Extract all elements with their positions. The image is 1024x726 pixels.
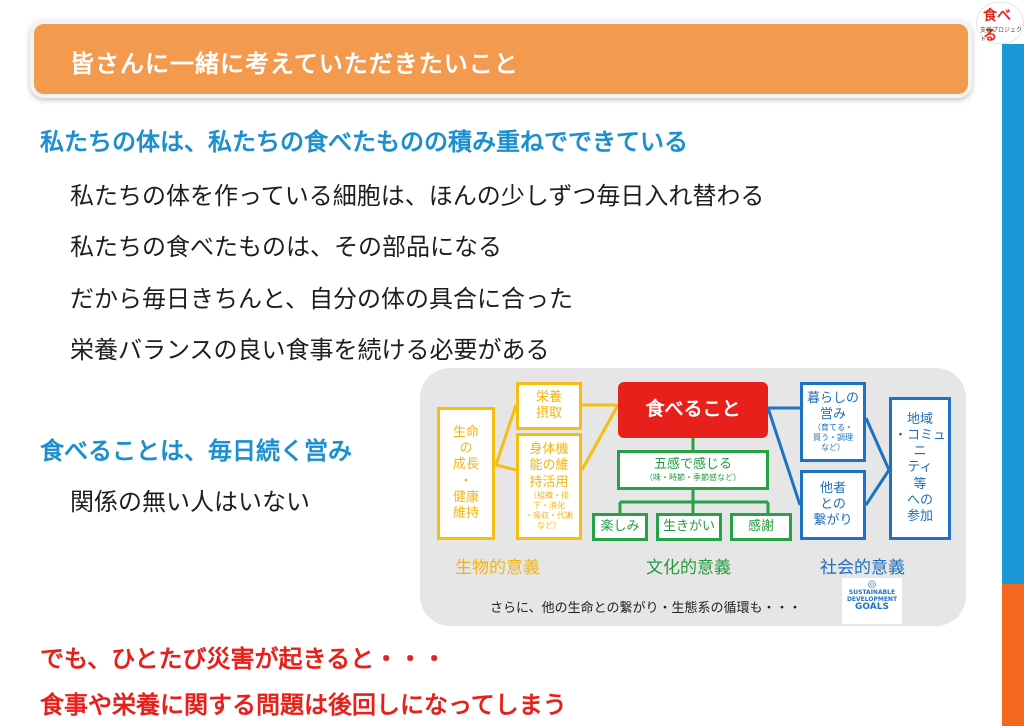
section1-line: 私たちの食べたものは、その部品になる bbox=[70, 233, 502, 261]
center-label: 食べること bbox=[645, 398, 741, 421]
living-note: 買う・調理 bbox=[813, 433, 853, 443]
connector-blue bbox=[766, 407, 802, 506]
box-five-senses: 五感で感じる （味・時節・季節感など） bbox=[617, 450, 769, 490]
life-line: 維持 bbox=[452, 506, 479, 521]
community-line: 地域 bbox=[906, 411, 933, 427]
life-line: の bbox=[459, 441, 473, 456]
side-stripe-orange bbox=[1002, 584, 1024, 726]
sdg-text: DEVELOPMENT bbox=[846, 595, 898, 603]
life-line: 生命 bbox=[452, 424, 479, 440]
life-line: 成長 bbox=[452, 457, 479, 473]
box-purpose: 生きがい bbox=[656, 513, 722, 541]
living-line: 暮らしの bbox=[806, 390, 859, 406]
box-enjoyment: 楽しみ bbox=[592, 513, 648, 541]
center-eating-box: 食べること bbox=[618, 382, 768, 438]
box-nutrition-intake: 栄養 摂取 bbox=[516, 382, 582, 430]
logo-subtext: 支援プロジェクト bbox=[980, 27, 1023, 43]
community-line: 参加 bbox=[906, 509, 933, 525]
section3-line1: でも、ひとたび災害が起きると・・・ bbox=[40, 645, 447, 673]
section1-line: 私たちの体を作っている細胞は、ほんの少しずつ毎日入れ替わる bbox=[70, 182, 765, 210]
section1-line: 栄養バランスの良い食事を続ける必要がある bbox=[70, 336, 550, 364]
living-note: など） bbox=[821, 443, 845, 453]
side-stripe-blue bbox=[1002, 44, 1024, 584]
community-line: 等 bbox=[913, 476, 927, 492]
sdg-text: GOALS bbox=[855, 602, 889, 613]
header-banner bbox=[30, 20, 972, 98]
nutrition-line: 栄養 bbox=[535, 389, 562, 405]
bond-line: との bbox=[820, 496, 846, 512]
bond-line: 繋がり bbox=[813, 513, 853, 529]
box-daily-living: 暮らしの 営み （育てる・ 買う・調理 など） bbox=[800, 382, 866, 462]
cultural-item: 楽しみ bbox=[600, 518, 640, 534]
sdg-text: SUSTAINABLE bbox=[848, 589, 896, 596]
living-line: 営み bbox=[819, 407, 846, 422]
logo-text: 食べる bbox=[983, 8, 1011, 44]
box-gratitude: 感謝 bbox=[730, 513, 792, 541]
box-bond-others: 他者 との 繋がり bbox=[800, 470, 866, 540]
box-body-function: 身体機 能の維 持活用 （組織・排 下・消化 ・吸収・代謝 など） bbox=[516, 433, 582, 540]
body-note: 下・消化 bbox=[533, 500, 565, 510]
living-note: （育てる・ bbox=[813, 423, 853, 433]
box-community: 地域 ・コミュニ ティ 等 への 参加 bbox=[889, 397, 951, 540]
cultural-item: 生きがい bbox=[662, 518, 715, 534]
connector-blue bbox=[864, 417, 891, 471]
connector-blue bbox=[864, 469, 891, 506]
section2-line: 関係の無い人はいない bbox=[70, 488, 310, 516]
connector-yellow bbox=[580, 404, 620, 471]
sdg-globe-icon: ◎ bbox=[867, 579, 877, 590]
body-note: など） bbox=[537, 520, 561, 530]
label-biological: 生物的意義 bbox=[455, 558, 540, 578]
cultural-item: 感謝 bbox=[747, 518, 774, 534]
project-logo bbox=[976, 2, 1024, 44]
body-note: ・吸収・代謝 bbox=[525, 510, 573, 520]
section1-heading: 私たちの体は、私たちの食べたものの積み重ねでできている bbox=[40, 128, 688, 156]
label-cultural: 文化的意義 bbox=[646, 558, 731, 578]
sdg-logo: ◎ SUSTAINABLE DEVELOPMENT GOALS bbox=[842, 578, 902, 624]
connector-yellow bbox=[494, 404, 518, 466]
body-line: 能の維 bbox=[529, 458, 569, 474]
section1-line: だから毎日きちんと、自分の体の具合に合った bbox=[70, 285, 574, 313]
page-title: 皆さんに一緒に考えていただきたいこと bbox=[70, 50, 519, 78]
section2-heading: 食べることは、毎日続く営み bbox=[40, 437, 352, 465]
bond-line: 他者 bbox=[819, 480, 846, 496]
senses-label: 五感で感じる bbox=[653, 456, 732, 472]
community-line: ティ bbox=[907, 460, 933, 476]
life-line: ・ bbox=[459, 473, 473, 489]
life-line: 健康 bbox=[452, 489, 479, 505]
body-line: 身体機 bbox=[529, 442, 569, 458]
body-note: （組織・排 bbox=[529, 490, 569, 500]
label-social: 社会的意義 bbox=[820, 558, 905, 578]
connector-yellow bbox=[495, 463, 517, 472]
senses-note: （味・時節・季節感など） bbox=[645, 473, 741, 483]
community-line: ・コミュニ bbox=[893, 427, 946, 460]
diagram-footer: さらに、他の生命との繋がり・生態系の循環も・・・ bbox=[490, 601, 802, 616]
body-line: 持活用 bbox=[529, 474, 569, 490]
nutrition-line: 摂取 bbox=[535, 406, 562, 421]
community-line: への bbox=[906, 492, 933, 508]
box-life-growth: 生命 の 成長 ・ 健康 維持 bbox=[437, 407, 495, 540]
section3-line2: 食事や栄養に関する問題は後回しになってしまう bbox=[40, 691, 567, 719]
